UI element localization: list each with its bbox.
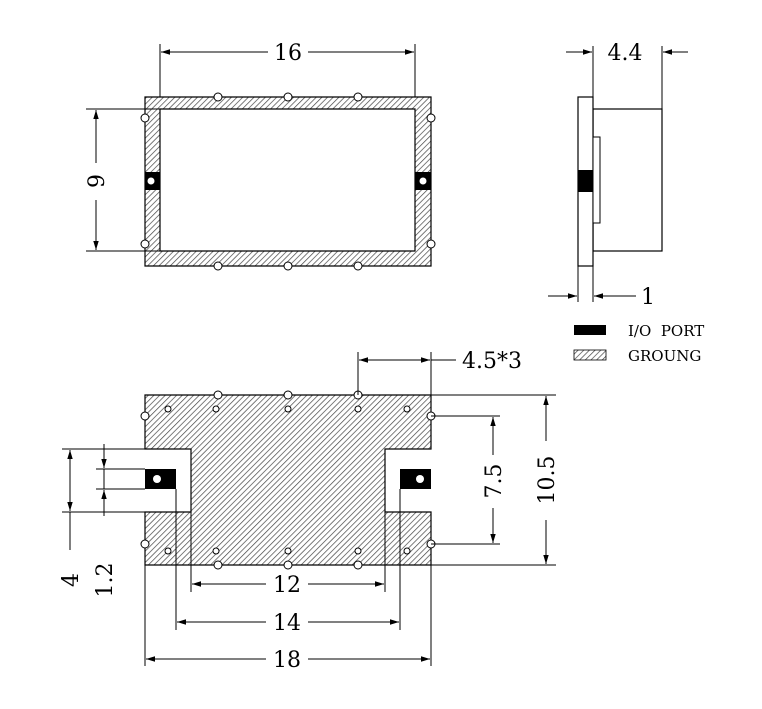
dim-top-width: 16: [274, 41, 302, 66]
bottom-view-dots: [164, 405, 411, 555]
legend-io-port-label: I/O PORT: [628, 322, 704, 340]
dim-side-thickness: 4.4: [608, 41, 643, 66]
top-view-frame: [144, 96, 432, 267]
bottom-view-notches: [140, 390, 436, 570]
dim-port-span: 7.5: [482, 464, 507, 499]
bottom-view: 4.5*3 10.5 7.5 12 14 18: [59, 349, 560, 673]
top-view: 16 9: [85, 41, 436, 271]
dim-bottom-mid: 14: [273, 611, 301, 636]
legend-ground-swatch: [573, 349, 607, 361]
dim-left-inner: 1.2: [93, 563, 118, 598]
legend-ground-label: GROUNG: [628, 347, 701, 365]
top-view-notches: [140, 92, 436, 271]
dim-pitch: 4.5*3: [462, 349, 522, 374]
dim-bottom-total: 18: [273, 648, 301, 673]
side-view-step: [592, 136, 601, 224]
legend-io-port-swatch: [574, 325, 606, 335]
side-view: 4.4 1: [548, 41, 688, 310]
dim-bottom-inner: 12: [273, 573, 301, 598]
dim-height-total: 10.5: [535, 456, 560, 505]
side-view-body: [592, 108, 663, 252]
legend: I/O PORT GROUNG: [573, 322, 704, 365]
top-view-io-ports: [145, 172, 431, 190]
dim-left-outer: 4: [59, 573, 84, 587]
side-view-io-port: [578, 170, 593, 192]
bottom-view-ground: [144, 394, 432, 566]
dim-top-height: 9: [85, 174, 110, 188]
bottom-view-io-ports: [145, 469, 431, 489]
dim-side-base: 1: [641, 285, 655, 310]
